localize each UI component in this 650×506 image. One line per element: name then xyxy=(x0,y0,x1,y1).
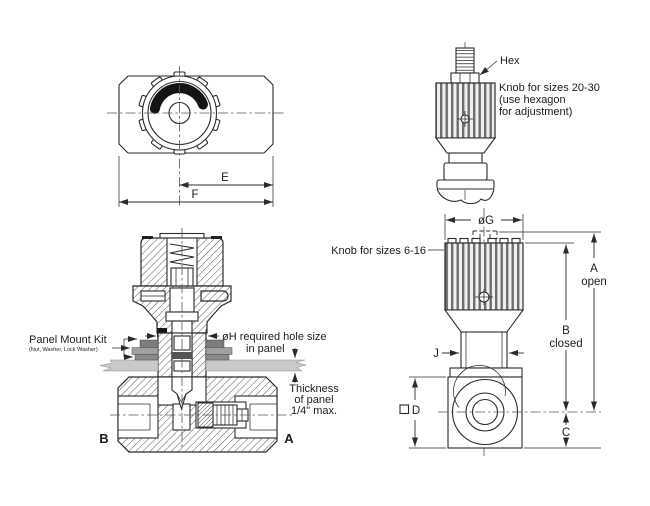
section-view: Panel Mount Kit (Nut, Washer, Lock Washe… xyxy=(29,228,339,453)
knob-top-tabs xyxy=(447,237,521,244)
panel-stem-right xyxy=(191,332,207,378)
stem-thread-lines xyxy=(456,50,474,71)
hole-note-line1: øH required hole size xyxy=(222,331,327,343)
knob-taper xyxy=(434,137,497,154)
hole-note-line2: in panel xyxy=(246,343,285,355)
front-view: E F xyxy=(107,66,286,208)
set-screw-cross xyxy=(457,111,473,127)
dim-label-j: J xyxy=(433,348,439,360)
dim-d-extensions xyxy=(409,376,446,449)
panel-kit-subtitle: (Nut, Washer, Lock Washer) xyxy=(29,347,98,353)
stem-neck xyxy=(460,331,508,369)
dim-label-c: C xyxy=(562,427,570,439)
thickness-line1: Thickness xyxy=(289,383,339,395)
hex-leader-line xyxy=(479,60,498,76)
dim-label-b-state: closed xyxy=(549,338,582,350)
knob-taper xyxy=(443,309,525,333)
hole-size-arrows xyxy=(145,329,219,341)
dial-pointer-arc xyxy=(149,83,208,114)
knob-note-line3: for adjustment) xyxy=(499,106,572,118)
square-symbol-icon xyxy=(399,404,410,415)
port-b-bore xyxy=(117,395,159,439)
needle-inner-lines xyxy=(176,393,187,403)
dim-label-a-state: open xyxy=(581,276,607,288)
thickness-line2: of panel xyxy=(294,394,333,406)
set-screw-cross xyxy=(475,289,493,305)
break-line xyxy=(436,188,495,205)
panel-left xyxy=(99,359,159,372)
knob-note-line1: Knob for sizes 20-30 xyxy=(499,82,600,94)
knob-top-band-left xyxy=(142,236,153,239)
port-circle-relief-arc xyxy=(453,365,506,408)
side-screw xyxy=(200,290,229,302)
hex-label: Hex xyxy=(500,55,520,67)
knurled-knob xyxy=(435,82,496,139)
stem-core-seal xyxy=(172,352,192,359)
dim-label-a: A xyxy=(590,263,598,275)
knob-note-line2: (use hexagon xyxy=(499,94,566,106)
port-a-bore-lines xyxy=(249,403,277,431)
port-a-label: A xyxy=(284,431,294,446)
knob-top-band-right xyxy=(211,236,222,239)
small-knob-view: øG J xyxy=(331,208,607,456)
dim-label-d: D xyxy=(412,405,420,417)
dim-label-e: E xyxy=(221,172,229,184)
thickness-line3: 1/4" max. xyxy=(291,405,337,417)
panel-mount-parts xyxy=(131,339,233,361)
knob-note: Knob for sizes 6-16 xyxy=(331,245,426,257)
hidden-hex-outline xyxy=(472,230,498,239)
hex-nut xyxy=(450,72,480,84)
port-b-label: B xyxy=(99,431,108,446)
dim-g-extensions xyxy=(444,214,524,240)
mounting-flange xyxy=(436,179,495,190)
dim-abc-extensions xyxy=(499,231,601,449)
valve-body-side xyxy=(447,376,523,449)
hex-facet-lines xyxy=(459,73,471,83)
panel-kit-bracket xyxy=(112,336,137,360)
dim-label-b: B xyxy=(562,325,570,337)
knurled-knob xyxy=(444,242,524,311)
bonnet-collar xyxy=(443,162,488,181)
dim-label-g: øG xyxy=(478,215,494,227)
port-b-bore-lines xyxy=(118,403,151,431)
panel-kit-title: Panel Mount Kit xyxy=(29,334,107,346)
panel-right xyxy=(205,359,307,372)
large-knob-view: Hex Knob for sizes 20-30 (use hexagon fo… xyxy=(434,42,600,205)
stem-top-facets xyxy=(175,268,189,288)
needle xyxy=(171,376,193,411)
panel-stem-left xyxy=(157,332,173,378)
neck-edge-lines xyxy=(465,332,503,368)
stem-neck xyxy=(448,152,483,164)
dim-label-f: F xyxy=(191,189,198,201)
